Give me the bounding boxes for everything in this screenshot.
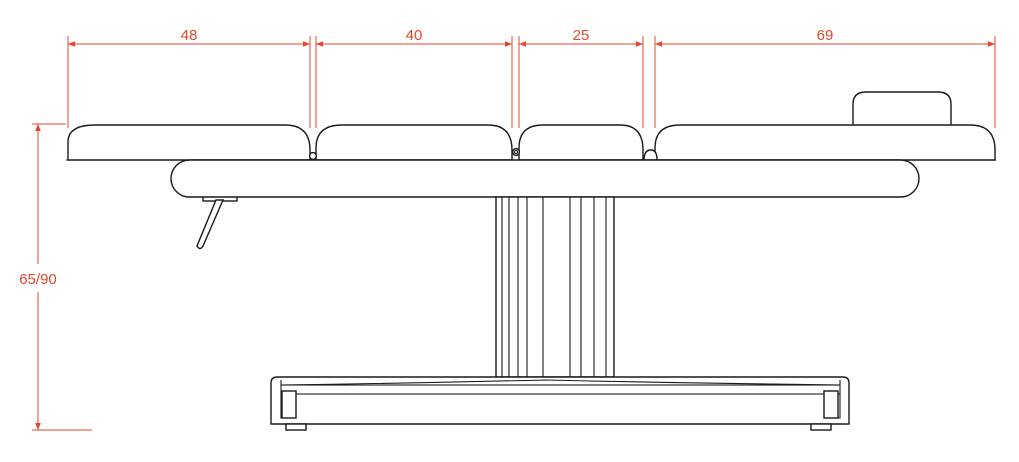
dimension-label-segment-3: 25 bbox=[573, 27, 590, 44]
cushion-segment-4 bbox=[654, 124, 996, 161]
table bbox=[66, 91, 996, 431]
frame-rail bbox=[170, 159, 920, 198]
dimension-label-segment-2: 40 bbox=[406, 27, 423, 44]
cushion-segment-1 bbox=[67, 124, 311, 161]
top-dimensions: 48 40 25 69 bbox=[67, 27, 996, 128]
lever-handle bbox=[196, 199, 225, 250]
cushion-segment-2 bbox=[315, 124, 513, 161]
base-foot bbox=[270, 376, 850, 425]
dimension-label-segment-4: 69 bbox=[817, 27, 834, 44]
base-foot-pad bbox=[810, 423, 832, 431]
base-end-cap bbox=[281, 390, 297, 419]
height-label: 65/90 bbox=[19, 271, 57, 288]
dimension-label-segment-1: 48 bbox=[181, 27, 198, 44]
hinge-icon bbox=[643, 149, 658, 161]
column-ribs bbox=[501, 197, 607, 377]
height-dimension: 65/90 bbox=[19, 123, 92, 431]
hinge-icon bbox=[511, 147, 521, 157]
base-end-cap bbox=[823, 390, 839, 419]
hinge-icon bbox=[513, 149, 519, 155]
base-foot-inner bbox=[280, 384, 841, 395]
headrest-block bbox=[852, 91, 952, 125]
base-foot-curve bbox=[280, 379, 841, 386]
base-foot-pad bbox=[285, 423, 307, 431]
lift-column bbox=[495, 196, 615, 378]
hinge-icon bbox=[308, 151, 318, 161]
cushion-segment-3 bbox=[518, 124, 644, 161]
